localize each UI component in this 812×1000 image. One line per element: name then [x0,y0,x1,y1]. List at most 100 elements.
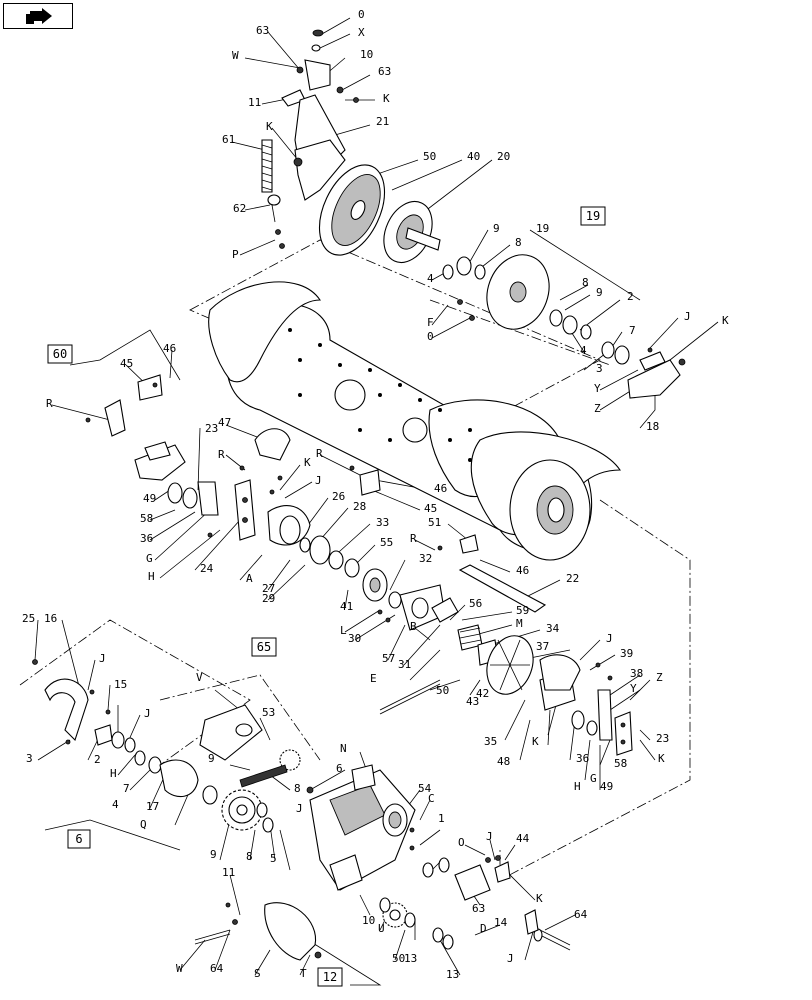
callout-label: J [144,707,151,720]
callout-label: 20 [497,150,510,163]
lower-left-bracket [32,659,218,805]
callout-label: Q [140,818,147,831]
callout-box-65: 65 [251,637,277,657]
bearing-outline [429,299,611,366]
callout-label: 62 [233,202,246,215]
callout-label: L [340,624,347,637]
callout-label: Z [594,402,601,415]
upper-linkage [281,29,359,201]
callout-label: 36 [576,752,589,765]
callout-label: R [410,532,417,545]
callout-label: X [358,26,365,39]
callout-label: K [266,120,273,133]
callout-label: 19 [536,222,549,235]
callout-box-label: 19 [586,209,600,223]
callout-label: B [410,620,417,633]
callout-label: 43 [466,695,479,708]
callout-label: 25 [22,612,35,625]
callout-label: K [383,92,390,105]
callout-label: 45 [120,357,133,370]
callout-box-label: 6 [75,832,82,846]
callout-label: R [316,447,323,460]
callout-box-label: 65 [257,640,271,654]
callout-label: 7 [123,782,130,795]
callout-box-6: 6 [67,829,91,849]
callout-box-label: 12 [323,970,337,984]
callout-label: 8 [582,276,589,289]
callout-label: 29 [262,592,275,605]
callout-label: C [428,792,435,805]
callout-label: 9 [208,752,215,765]
auger-outline [189,239,601,431]
callout-label: H [574,780,581,793]
callout-label: 4 [580,344,587,357]
callout-label: Z [656,671,663,684]
callout-label: Y [630,682,637,695]
callout-label: 46 [163,342,176,355]
callout-label: 13 [404,952,417,965]
callout-label: 50 [436,684,449,697]
callout-label: U [378,922,385,935]
callout-label: 42 [476,687,489,700]
left-shaft-parts [167,465,360,578]
bearing-flange [383,200,441,264]
callout-label: 10 [362,914,375,927]
callout-label: J [296,802,303,815]
callout-box-label: 60 [53,347,67,361]
callout-label: J [606,632,613,645]
callout-label: H [148,570,155,583]
callout-label: 37 [536,640,549,653]
callout-label: 3 [26,752,33,765]
callout-label: W [176,962,183,975]
callout-label: 8 [246,850,253,863]
callout-label: 16 [44,612,57,625]
callout-label: E [370,672,377,685]
callout-label: 50 [423,150,436,163]
callout-label: 11 [222,866,235,879]
callout-label: 3 [596,362,603,375]
chain-guard [194,902,322,961]
callout-label: 63 [472,902,485,915]
lower-sprocket [379,897,454,950]
auger-tube [208,281,622,561]
callout-label: 21 [376,115,389,128]
callout-label: J [99,652,106,665]
leader-lines [34,17,719,986]
callout-label: W [232,49,239,62]
callout-label: 17 [146,800,159,813]
clip-51 [437,534,479,554]
callout-label: 8 [515,236,522,249]
spring [261,139,285,249]
callout-label: 58 [140,512,153,525]
callout-label: 58 [614,757,627,770]
callout-label: 2 [627,290,634,303]
gearbox-bracket [422,855,511,901]
callout-box-12: 12 [317,967,343,987]
drive-pulley [318,164,386,256]
callout-label: Y [594,382,601,395]
callout-label: 50 [392,952,405,965]
hub-pulley [457,624,534,695]
callout-label: 5 [270,852,277,865]
callout-box-19: 19 [580,206,606,226]
callout-label: 35 [484,735,497,748]
page-turn-icon[interactable] [3,3,73,29]
callout-label: 28 [353,500,366,513]
callout-box-60: 60 [47,344,73,364]
callout-label: O [458,836,465,849]
callout-label: 61 [222,133,235,146]
callout-label: 2 [94,753,101,766]
callout-label: V [196,671,203,684]
callout-label: 41 [340,600,353,613]
sprocket-and-chain [199,704,314,833]
callout-label: 18 [646,420,659,433]
callout-label: 44 [516,832,530,845]
mid-clip [349,465,381,496]
callout-label: 51 [428,516,441,529]
shaft-outline [499,499,691,881]
callout-label: 11 [248,96,261,109]
callout-label: 49 [143,492,156,505]
callout-label: 39 [620,647,633,660]
